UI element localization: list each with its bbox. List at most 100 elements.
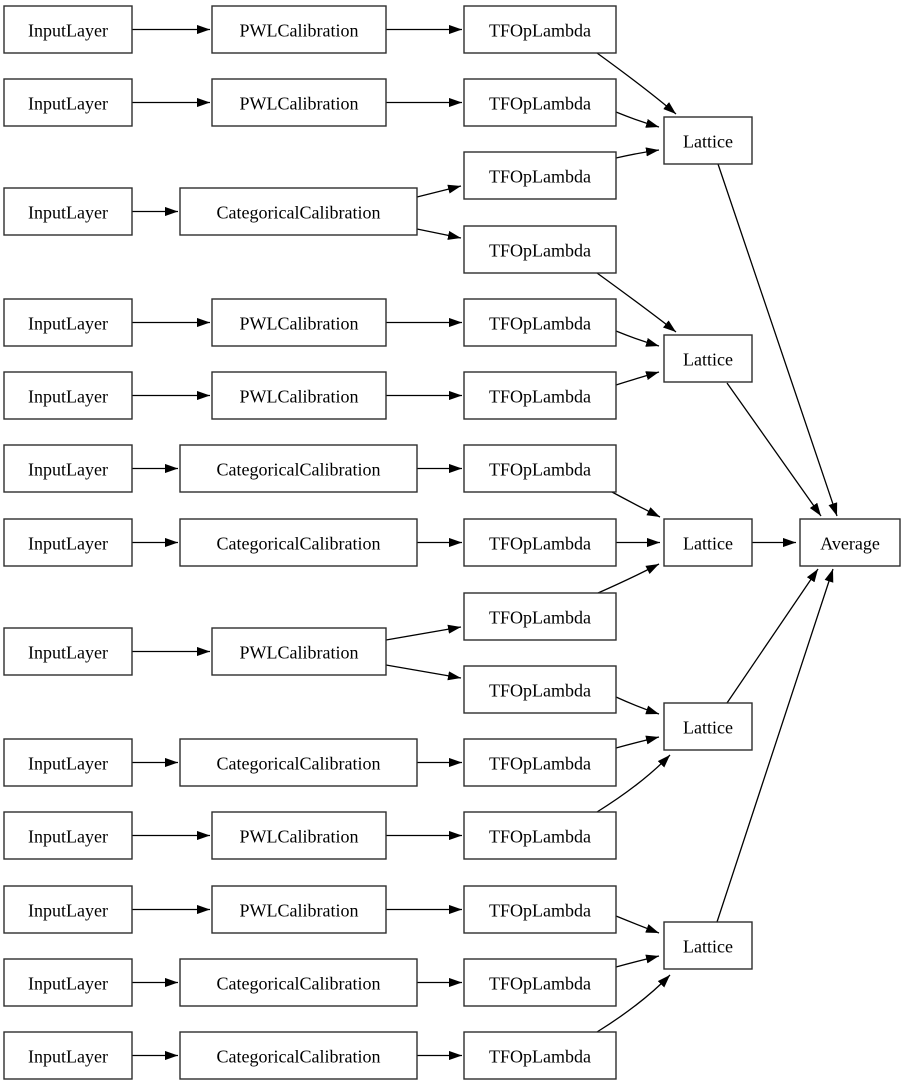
- node-label-pwl4: PWLCalibration: [240, 387, 359, 407]
- node-label-tfl1: TFOpLambda: [489, 21, 591, 41]
- edge-lat5-avg: [716, 568, 834, 923]
- node-box-lat5: [663, 921, 753, 970]
- node-label-cc2: CategoricalCalibration: [217, 460, 381, 480]
- edge-cc1-tfl3: [416, 184, 462, 198]
- node-tfl2: TFOpLambda: [463, 78, 617, 127]
- node-box-pwl5: [211, 627, 387, 676]
- node-label-lat1: Lattice: [683, 132, 733, 152]
- node-cc3: CategoricalCalibration: [179, 518, 418, 567]
- edges-layer: [132, 24, 838, 1061]
- node-box-lat3: [663, 518, 753, 567]
- node-box-tfl12: [463, 811, 617, 860]
- edge-tfl9-lat3: [597, 563, 660, 594]
- node-label-lat2: Lattice: [683, 350, 733, 370]
- node-cc2: CategoricalCalibration: [179, 444, 418, 493]
- node-label-cc4: CategoricalCalibration: [217, 754, 381, 774]
- node-label-avg: Average: [820, 534, 880, 554]
- node-label-il7: InputLayer: [28, 534, 108, 554]
- node-box-tfl9: [463, 592, 617, 641]
- edge-pwl5-tfl9: [385, 624, 462, 641]
- node-box-tfl1: [463, 5, 617, 54]
- edge-lat1-avg: [717, 163, 838, 517]
- node-il7: InputLayer: [3, 518, 133, 567]
- edge-tfl4-lat2: [596, 272, 677, 333]
- node-label-pwl5: PWLCalibration: [240, 643, 359, 663]
- node-box-cc6: [179, 1031, 418, 1080]
- node-cc4: CategoricalCalibration: [179, 738, 418, 787]
- node-box-pwl7: [211, 885, 387, 934]
- node-box-il12: [3, 958, 133, 1007]
- edge-tfl14-lat5: [615, 954, 660, 968]
- node-il2: InputLayer: [3, 78, 133, 127]
- node-label-il12: InputLayer: [28, 974, 108, 994]
- edge-tfl15-lat5: [596, 974, 671, 1033]
- edge-lat4-avg: [726, 568, 819, 704]
- node-box-pwl6: [211, 811, 387, 860]
- node-tfl4: TFOpLambda: [463, 225, 617, 274]
- node-label-pwl1: PWLCalibration: [240, 21, 359, 41]
- node-il8: InputLayer: [3, 627, 133, 676]
- node-tfl8: TFOpLambda: [463, 518, 617, 567]
- node-label-il13: InputLayer: [28, 1047, 108, 1067]
- edge-tfl6-lat2: [615, 371, 660, 386]
- node-box-cc1: [179, 187, 418, 236]
- node-box-il1: [3, 5, 133, 54]
- node-label-il4: InputLayer: [28, 314, 108, 334]
- node-il10: InputLayer: [3, 811, 133, 860]
- node-lat3: Lattice: [663, 518, 753, 567]
- node-tfl13: TFOpLambda: [463, 885, 617, 934]
- edge-tfl7-lat3: [611, 491, 661, 518]
- node-box-lat4: [663, 702, 753, 751]
- edge-tfl12-lat4: [596, 754, 671, 813]
- node-tfl9: TFOpLambda: [463, 592, 617, 641]
- node-box-lat1: [663, 116, 753, 165]
- node-box-tfl13: [463, 885, 617, 934]
- edge-pwl5-tfl10: [385, 664, 462, 681]
- node-label-tfl7: TFOpLambda: [489, 460, 591, 480]
- edge-tfl10-lat4: [615, 696, 660, 715]
- node-label-cc1: CategoricalCalibration: [217, 203, 381, 223]
- node-lat4: Lattice: [663, 702, 753, 751]
- node-box-avg: [799, 518, 901, 567]
- node-il13: InputLayer: [3, 1031, 133, 1080]
- node-pwl5: PWLCalibration: [211, 627, 387, 676]
- node-label-il8: InputLayer: [28, 643, 108, 663]
- node-label-tfl11: TFOpLambda: [489, 754, 591, 774]
- node-box-pwl3: [211, 298, 387, 347]
- node-box-tfl2: [463, 78, 617, 127]
- node-tfl1: TFOpLambda: [463, 5, 617, 54]
- node-il9: InputLayer: [3, 738, 133, 787]
- node-pwl3: PWLCalibration: [211, 298, 387, 347]
- node-box-il7: [3, 518, 133, 567]
- node-label-tfl3: TFOpLambda: [489, 167, 591, 187]
- node-label-il3: InputLayer: [28, 203, 108, 223]
- node-tfl15: TFOpLambda: [463, 1031, 617, 1080]
- node-il4: InputLayer: [3, 298, 133, 347]
- node-label-tfl14: TFOpLambda: [489, 974, 591, 994]
- node-tfl6: TFOpLambda: [463, 371, 617, 420]
- edge-tfl5-lat2: [615, 330, 660, 347]
- nodes-layer: InputLayerInputLayerInputLayerInputLayer…: [3, 5, 901, 1080]
- node-label-tfl13: TFOpLambda: [489, 901, 591, 921]
- node-box-cc3: [179, 518, 418, 567]
- node-label-tfl12: TFOpLambda: [489, 827, 591, 847]
- node-box-tfl7: [463, 444, 617, 493]
- edge-tfl13-lat5: [615, 915, 660, 934]
- node-tfl14: TFOpLambda: [463, 958, 617, 1007]
- edge-tfl3-lat1: [615, 147, 660, 159]
- node-box-tfl10: [463, 665, 617, 714]
- node-tfl5: TFOpLambda: [463, 298, 617, 347]
- node-label-il5: InputLayer: [28, 387, 108, 407]
- node-avg: Average: [799, 518, 901, 567]
- node-label-pwl7: PWLCalibration: [240, 901, 359, 921]
- node-pwl6: PWLCalibration: [211, 811, 387, 860]
- node-cc5: CategoricalCalibration: [179, 958, 418, 1007]
- node-cc1: CategoricalCalibration: [179, 187, 418, 236]
- node-box-tfl4: [463, 225, 617, 274]
- edge-tfl1-lat1: [596, 52, 677, 115]
- node-lat1: Lattice: [663, 116, 753, 165]
- node-il5: InputLayer: [3, 371, 133, 420]
- node-label-tfl5: TFOpLambda: [489, 314, 591, 334]
